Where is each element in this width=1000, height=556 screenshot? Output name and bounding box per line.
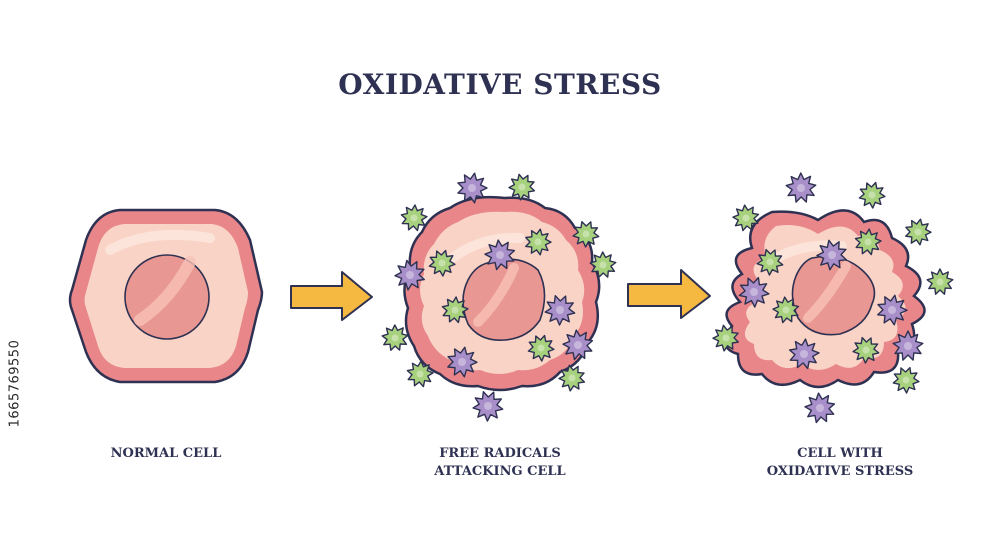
free-radical-highlight: [556, 306, 564, 314]
free-radical-purple: [447, 346, 478, 378]
free-radical-highlight: [864, 238, 872, 246]
free-radical-green: [508, 173, 536, 201]
free-radical-green: [589, 251, 617, 278]
free-radical-highlight: [537, 344, 545, 352]
free-radical-highlight: [797, 184, 805, 192]
free-radical-purple: [472, 391, 504, 422]
free-radical-green: [732, 204, 760, 232]
arrow-2: [627, 269, 711, 319]
stock-id-watermark: 1665769550: [7, 339, 23, 428]
free-radical-green: [525, 228, 552, 256]
free-radical-green: [558, 364, 586, 392]
label-cell-with-oxidative-stress: CELL WITH OXIDATIVE STRESS: [766, 446, 914, 479]
free-radicals: [381, 172, 954, 424]
free-radical-green: [441, 296, 469, 324]
free-radical-highlight: [888, 306, 896, 314]
free-radical-purple: [785, 172, 817, 203]
free-radical-highlight: [496, 251, 504, 259]
free-radical-highlight: [902, 376, 910, 384]
free-radical-highlight: [458, 358, 466, 366]
free-radical-highlight: [484, 402, 492, 410]
free-radical-highlight: [914, 228, 922, 236]
free-radical-purple: [788, 338, 820, 370]
free-radical-green: [854, 228, 882, 256]
free-radical-highlight: [518, 183, 526, 191]
free-radical-purple: [484, 239, 516, 271]
free-radical-green: [892, 366, 920, 394]
free-radical-highlight: [750, 288, 758, 296]
free-radical-highlight: [574, 341, 582, 349]
free-radical-highlight: [868, 191, 876, 199]
free-radical-green: [905, 218, 932, 246]
free-radical-highlight: [722, 334, 730, 342]
attacked-cell: [403, 195, 601, 392]
free-radical-highlight: [451, 306, 459, 314]
free-radical-highlight: [534, 238, 542, 246]
normal-cell: [68, 208, 264, 384]
free-radical-green: [852, 336, 880, 364]
free-radical-green: [756, 248, 784, 276]
free-radical-purple: [457, 172, 488, 204]
free-radical-highlight: [391, 334, 399, 342]
free-radical-highlight: [468, 184, 476, 192]
free-radical-highlight: [782, 306, 790, 314]
label-free-radicals-attacking-cell: FREE RADICALS ATTACKING CELL: [434, 446, 566, 479]
free-radical-highlight: [862, 346, 870, 354]
label-normal-cell: NORMAL CELL: [110, 446, 222, 461]
free-radical-highlight: [410, 214, 418, 222]
free-radical-highlight: [416, 370, 424, 378]
free-radical-highlight: [438, 259, 446, 267]
free-radical-highlight: [742, 214, 750, 222]
free-radical-highlight: [406, 271, 414, 279]
free-radical-purple: [892, 330, 924, 361]
free-radical-purple: [738, 276, 770, 308]
free-radical-green: [381, 324, 409, 351]
free-radical-purple: [562, 329, 594, 361]
arrow-1: [290, 271, 373, 321]
free-radical-highlight: [800, 350, 808, 358]
free-radical-highlight: [599, 261, 607, 269]
free-radical-highlight: [936, 278, 944, 286]
free-radical-highlight: [816, 404, 824, 412]
free-radical-purple: [816, 239, 847, 271]
free-radical-green: [858, 181, 886, 209]
nucleus: [462, 258, 546, 341]
free-radical-purple: [877, 294, 908, 326]
free-radical-highlight: [568, 374, 576, 382]
free-radical-green: [400, 204, 428, 232]
page-title: OXIDATIVE STRESS: [338, 68, 662, 101]
free-radical-highlight: [582, 230, 590, 238]
free-radical-green: [572, 221, 600, 248]
free-radical-purple: [804, 392, 836, 424]
free-radical-green: [406, 360, 434, 388]
free-radical-green: [772, 296, 800, 324]
free-radical-highlight: [828, 251, 836, 259]
free-radical-green: [926, 268, 954, 295]
free-radical-highlight: [904, 342, 912, 350]
free-radical-purple: [394, 259, 425, 291]
free-radical-purple: [544, 295, 576, 326]
free-radical-green: [527, 334, 555, 362]
free-radical-green: [428, 249, 456, 277]
free-radical-green: [712, 324, 739, 352]
free-radical-highlight: [766, 258, 774, 266]
